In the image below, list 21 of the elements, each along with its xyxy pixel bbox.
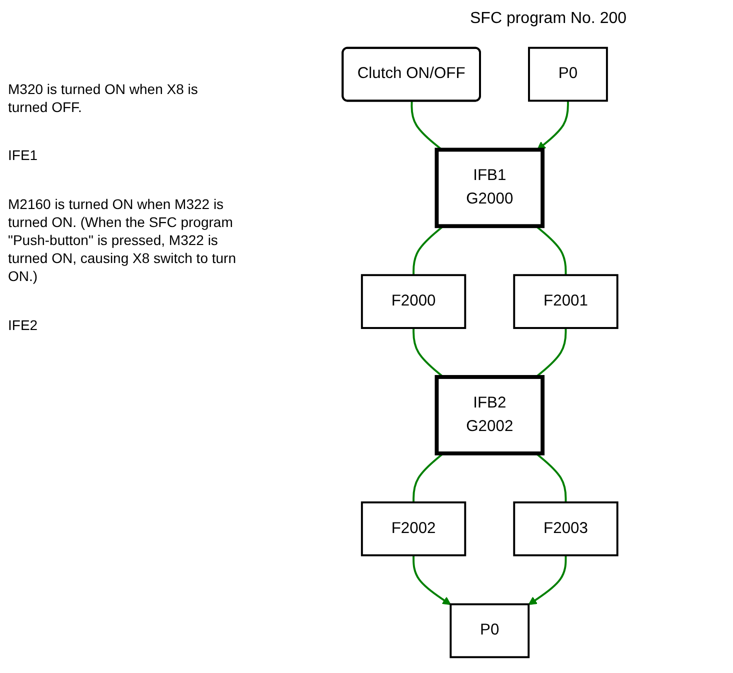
node-box: F2000 (360, 274, 466, 329)
node-box: IFB1 G2000 (434, 148, 545, 228)
node-box: P0 (528, 46, 608, 102)
connector (535, 452, 567, 502)
diagram-title: SFC program No. 200 (470, 10, 627, 28)
connector (410, 101, 443, 150)
arrow (412, 555, 452, 606)
annotation-note: IFE2 (8, 316, 39, 334)
node-box: F2003 (513, 501, 618, 556)
node-box: P0 (450, 603, 530, 658)
connector (412, 452, 444, 502)
node-box: F2002 (360, 501, 466, 556)
annotation-note: M2160 is turned ON when M322 is turned ON. (When the SFC program "Push-button" is pressed, M322 is turned ON, causing X8 switch to turn ON.) (8, 194, 237, 286)
arrow (528, 555, 567, 606)
connector (535, 328, 567, 378)
annotation-note: M320 is turned ON when X8 is turned OFF. (8, 80, 199, 116)
arrow (536, 100, 569, 150)
connector (412, 328, 444, 378)
node-box: F2001 (513, 274, 618, 329)
annotation-note: IFE1 (8, 146, 39, 165)
node-box: IFB2 G2002 (434, 375, 545, 456)
